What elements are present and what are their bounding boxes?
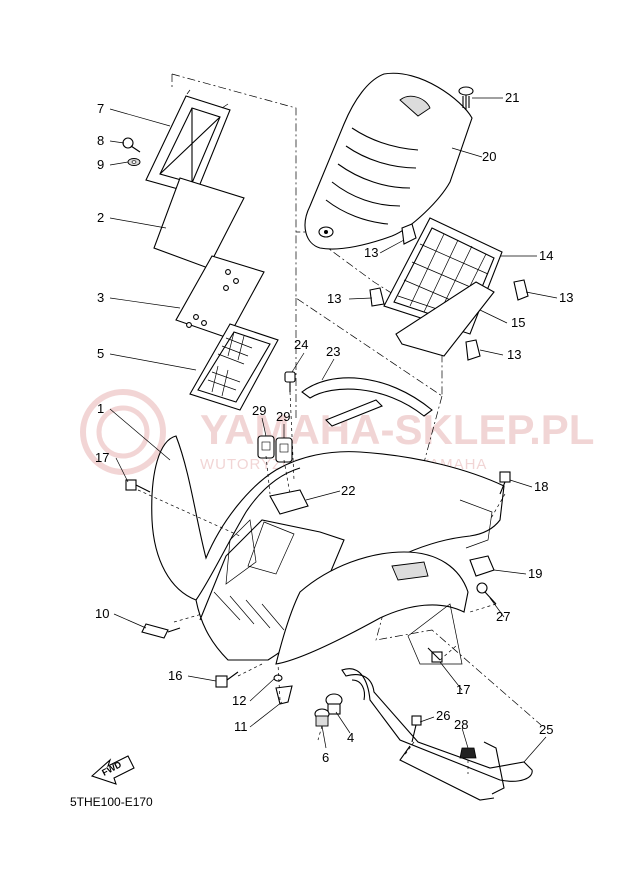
callout-21: 21 xyxy=(505,90,519,105)
bolt-27 xyxy=(476,582,497,605)
callout-26: 26 xyxy=(436,708,450,723)
clip-19 xyxy=(469,555,495,577)
callout-6: 6 xyxy=(322,750,329,765)
grill-backing-15 xyxy=(395,281,495,357)
damper-29b xyxy=(275,437,293,463)
callout-10: 10 xyxy=(95,606,109,621)
callout-13b: 13 xyxy=(559,290,573,305)
assembly-boundary-lower xyxy=(171,74,542,726)
clip-13b xyxy=(513,279,529,301)
bumper-25 xyxy=(341,668,533,801)
callout-5: 5 xyxy=(97,346,104,361)
callout-19: 19 xyxy=(528,566,542,581)
callout-16: 16 xyxy=(168,668,182,683)
callout-20: 20 xyxy=(482,149,496,164)
callout-17a: 17 xyxy=(95,450,109,465)
callout-15: 15 xyxy=(511,315,525,330)
callout-13c: 13 xyxy=(327,291,341,306)
washer-12 xyxy=(273,674,283,682)
installation-lines xyxy=(137,391,506,774)
grommet-11 xyxy=(275,685,293,705)
bolt-26 xyxy=(411,715,422,743)
callout-22: 22 xyxy=(341,483,355,498)
front-cover-20 xyxy=(304,72,473,250)
callout-17b: 17 xyxy=(456,682,470,697)
callout-23: 23 xyxy=(326,344,340,359)
fwd-arrow-icon: FWD xyxy=(90,755,135,785)
callout-28: 28 xyxy=(454,717,468,732)
collar-6 xyxy=(314,708,330,727)
fastener-24 xyxy=(284,371,296,392)
nut-28 xyxy=(459,747,477,759)
screw-8 xyxy=(122,137,141,153)
bolt-18 xyxy=(499,471,511,495)
leader-lines xyxy=(109,97,558,763)
callout-29a: 29 xyxy=(252,403,266,418)
bolt-17b xyxy=(427,647,443,663)
clip-13c xyxy=(369,287,385,307)
callout-29b: 29 xyxy=(276,409,290,424)
callout-11: 11 xyxy=(234,719,248,734)
callout-9: 9 xyxy=(97,157,104,172)
filter-mesh-5 xyxy=(189,323,279,411)
callout-24: 24 xyxy=(294,337,308,352)
callout-25: 25 xyxy=(539,722,553,737)
callout-18: 18 xyxy=(534,479,548,494)
front-fender-1 xyxy=(151,435,505,665)
stay-23 xyxy=(301,377,433,427)
bolt-17a xyxy=(125,479,151,493)
clip-13a xyxy=(401,223,417,245)
callout-7: 7 xyxy=(97,101,104,116)
callout-27: 27 xyxy=(496,609,510,624)
damper-29a xyxy=(257,435,275,459)
fastener-10 xyxy=(141,623,181,639)
callout-4: 4 xyxy=(347,730,354,745)
callout-3: 3 xyxy=(97,290,104,305)
callout-13a: 13 xyxy=(364,245,378,260)
grommet-4 xyxy=(325,693,343,715)
filter-pad-2 xyxy=(153,177,245,269)
bolt-16 xyxy=(215,671,239,688)
callout-12: 12 xyxy=(232,693,246,708)
callout-1: 1 xyxy=(97,401,104,416)
clip-13d xyxy=(465,339,481,361)
callout-numbers: 7 8 9 2 3 5 1 17 10 16 12 11 21 20 13 14… xyxy=(95,90,573,765)
callout-13d: 13 xyxy=(507,347,521,362)
callout-14: 14 xyxy=(539,248,553,263)
air-box-cover-frame xyxy=(145,89,231,195)
callout-2: 2 xyxy=(97,210,104,225)
diagram-code: 5THE100-E170 xyxy=(70,795,153,809)
washer-9 xyxy=(127,158,141,166)
filter-element-3 xyxy=(175,255,265,339)
callout-8: 8 xyxy=(97,133,104,148)
screw-21 xyxy=(458,86,474,110)
